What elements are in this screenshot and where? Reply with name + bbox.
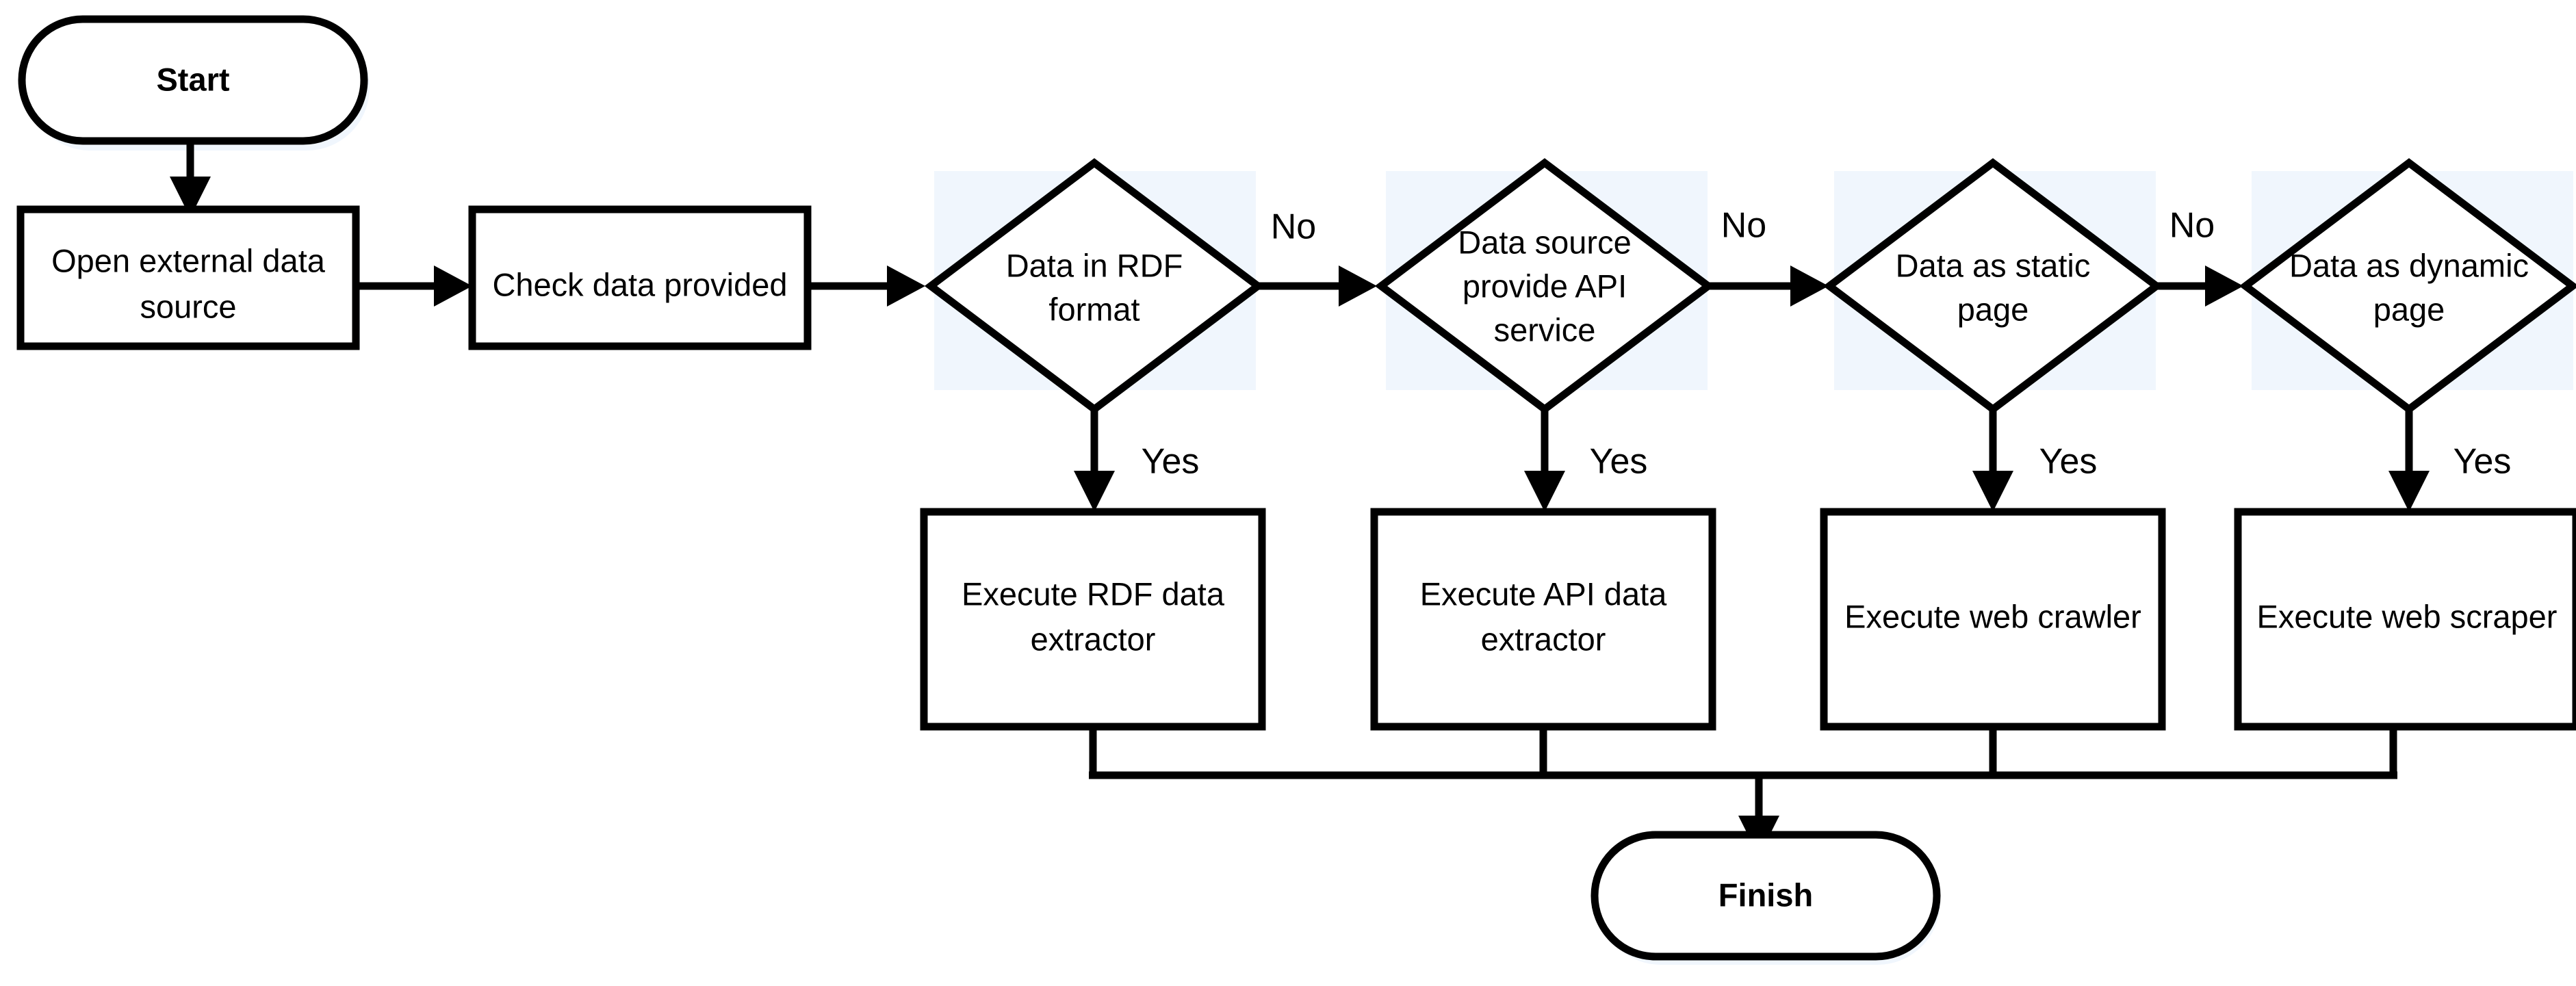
node-start[interactable]: Start — [18, 15, 368, 145]
node-dynamic-decision-label-line2: page — [2373, 291, 2445, 327]
edge-label-yes-3: Yes — [2039, 442, 2098, 482]
edge-label-yes-1: Yes — [1142, 442, 1200, 482]
shape-shadows — [25, 24, 2576, 965]
node-rdf-exec-label-line1: Execute RDF data — [962, 575, 1225, 612]
edge-open-source-to-check-data — [359, 265, 472, 307]
node-decision-data-as-static-page[interactable]: Data as static page — [1822, 158, 2163, 414]
node-open-source-label-line1: Open external data — [51, 242, 326, 278]
node-finish[interactable]: Finish — [1590, 831, 1941, 961]
node-check-data-label: Check data provided — [492, 266, 787, 302]
node-static-decision-label-line1: Data as static — [1896, 247, 2091, 283]
node-decision-data-in-rdf-format[interactable]: Data in RDF format — [924, 158, 1265, 414]
edge-rdf-to-api-no — [1257, 265, 1377, 307]
edge-label-yes-4: Yes — [2453, 442, 2512, 482]
node-crawler-exec-label: Execute web crawler — [1844, 598, 2141, 634]
node-start-label: Start — [156, 61, 229, 97]
node-api-decision-label-line1: Data source — [1458, 224, 1631, 260]
node-rdf-decision-label-line2: format — [1048, 291, 1139, 327]
node-execute-web-scraper[interactable]: Execute web scraper — [2234, 508, 2576, 731]
edge-label-no-2: No — [1721, 206, 1766, 246]
edge-label-no-1: No — [1271, 207, 1316, 247]
node-decision-data-source-provide-api-service[interactable]: Data source provide API service — [1374, 158, 1715, 414]
node-execute-api-data-extractor[interactable]: Execute API data extractor — [1370, 508, 1716, 731]
node-execute-rdf-data-extractor[interactable]: Execute RDF data extractor — [920, 508, 1266, 731]
node-api-exec-label-line2: extractor — [1481, 621, 1606, 657]
node-scraper-exec-label: Execute web scraper — [2257, 598, 2558, 634]
edge-start-to-open-source — [170, 140, 211, 218]
node-rdf-exec-label-line2: extractor — [1031, 621, 1156, 657]
edge-check-data-to-rdf-decision — [809, 265, 925, 307]
node-decision-data-as-dynamic-page[interactable]: Data as dynamic page — [2239, 158, 2576, 414]
node-dynamic-decision-label-line1: Data as dynamic — [2289, 247, 2529, 283]
edge-api-to-static-no — [1709, 265, 1829, 307]
node-open-source-label-line2: source — [140, 288, 236, 324]
node-api-decision-label-line2: provide API — [1463, 268, 1627, 304]
node-finish-label: Finish — [1718, 877, 1813, 913]
node-rdf-decision-label-line1: Data in RDF — [1006, 247, 1183, 283]
node-api-decision-label-line3: service — [1494, 311, 1596, 348]
node-execute-web-crawler[interactable]: Execute web crawler — [1820, 508, 2166, 731]
node-open-external-data-source[interactable]: Open external data source — [16, 205, 360, 350]
edge-label-yes-2: Yes — [1590, 442, 1648, 482]
node-static-decision-label-line2: page — [1957, 291, 2029, 327]
node-check-data-provided[interactable]: Check data provided — [468, 205, 812, 350]
edge-label-no-3: No — [2169, 206, 2215, 246]
node-api-exec-label-line1: Execute API data — [1420, 575, 1667, 612]
edge-static-to-dynamic-no — [2157, 265, 2243, 307]
